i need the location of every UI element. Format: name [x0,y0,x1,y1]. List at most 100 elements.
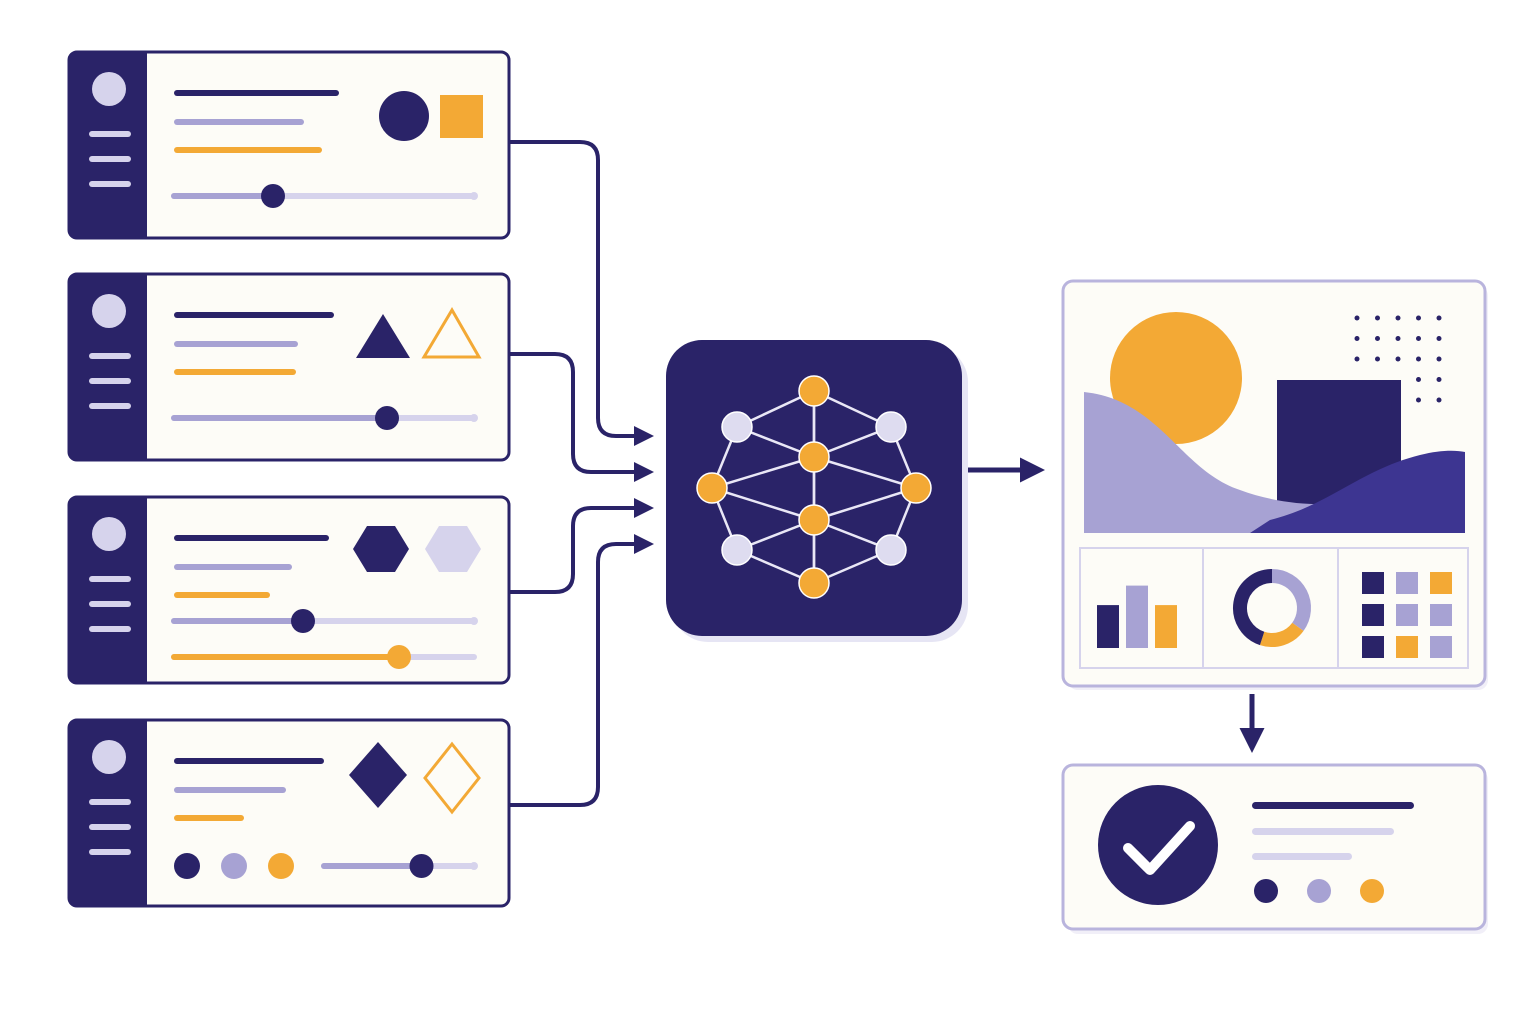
avatar [92,517,126,551]
result-line-3 [1252,853,1352,860]
grid-dot [1354,336,1360,341]
network-node [721,411,753,443]
status-dots [1254,879,1384,903]
slider[interactable] [321,854,478,878]
slider-knob[interactable] [291,609,315,633]
network-node [798,375,830,407]
menu-line [89,601,131,607]
tile [1362,572,1384,594]
tile [1396,572,1418,594]
tile [1362,604,1384,626]
input-card-3[interactable] [67,495,511,685]
grid-dot [1436,377,1442,382]
input-card-4[interactable] [67,718,511,908]
tile [1430,604,1452,626]
menu-line [89,403,131,409]
network-node [900,472,932,504]
tile-grid-icon [1362,572,1452,658]
wave-dark-icon [1250,450,1465,533]
avatar [92,72,126,106]
grid-dot [1416,336,1421,341]
center-node [666,340,968,642]
connector-3 [510,498,654,594]
light-hexagon-icon [425,526,481,572]
card-subtitle-line [174,341,298,347]
mini-bar [1097,605,1119,648]
tile [1430,636,1452,658]
card-sidebar [69,497,147,683]
status-dot [174,853,200,879]
status-dot [221,853,247,879]
result-card [1061,763,1488,934]
donut-segment [1259,622,1304,647]
slider-knob[interactable] [261,184,285,208]
grid-dot [1436,336,1442,341]
dot-grid-icon [1354,315,1442,403]
filled-square-icon [440,95,483,138]
grid-dot [1375,356,1380,362]
avatar [92,294,126,328]
card-accent-line [174,369,296,375]
slider[interactable] [171,609,478,633]
grid-dot [1395,356,1401,362]
card-accent-line [174,147,322,153]
card-title-line [174,90,339,96]
network-node [696,472,728,504]
outline-diamond-icon [423,741,481,815]
network-node [798,441,830,473]
hero-illustration [1084,312,1465,533]
sun-icon [1110,312,1242,444]
slider[interactable] [171,184,478,208]
network-node [875,534,907,566]
network-node [875,411,907,443]
tile [1362,636,1384,658]
slider-knob[interactable] [409,854,434,878]
input-connectors [510,140,654,807]
tile [1396,636,1418,658]
card-title-line [174,758,324,764]
card-accent-line [174,592,270,598]
connector-2 [510,352,654,482]
input-cards [67,50,511,908]
input-card-2[interactable] [67,272,511,462]
grid-dot [1416,377,1421,382]
slider-knob[interactable] [387,645,411,669]
slider[interactable] [171,406,478,430]
orange-slider[interactable] [171,645,477,669]
network-node [721,534,753,566]
grid-dot [1395,336,1401,341]
status-dot [1254,879,1278,903]
card-subtitle-line [174,564,292,570]
connector-4 [510,534,654,807]
grid-dot [1416,315,1421,321]
grid-dot [1436,397,1442,403]
card-sidebar [69,52,147,238]
card-sidebar [69,274,147,460]
menu-line [89,353,131,359]
status-dot [1360,879,1384,903]
grid-dot [1436,315,1442,321]
card-subtitle-line [174,119,304,125]
filled-triangle-icon [356,314,410,358]
filled-hexagon-icon [353,526,409,572]
mini-bar [1155,605,1177,648]
result-line-1 [1252,802,1414,809]
output-panel [1061,279,1488,690]
slider-knob[interactable] [375,406,399,430]
network-node [798,504,830,536]
menu-line [89,849,131,855]
mini-bar [1126,585,1148,648]
network-edge [711,455,815,490]
menu-line [89,626,131,632]
donut-segment [1271,569,1311,631]
input-card-1[interactable] [67,50,511,240]
card-accent-line [174,815,244,821]
card-subtitle-line [174,787,286,793]
tile [1396,604,1418,626]
neural-network-icon [696,375,932,599]
wave-icon [1084,392,1402,533]
outline-triangle-icon [421,307,482,359]
card-title-line [174,312,334,318]
menu-line [89,181,131,187]
